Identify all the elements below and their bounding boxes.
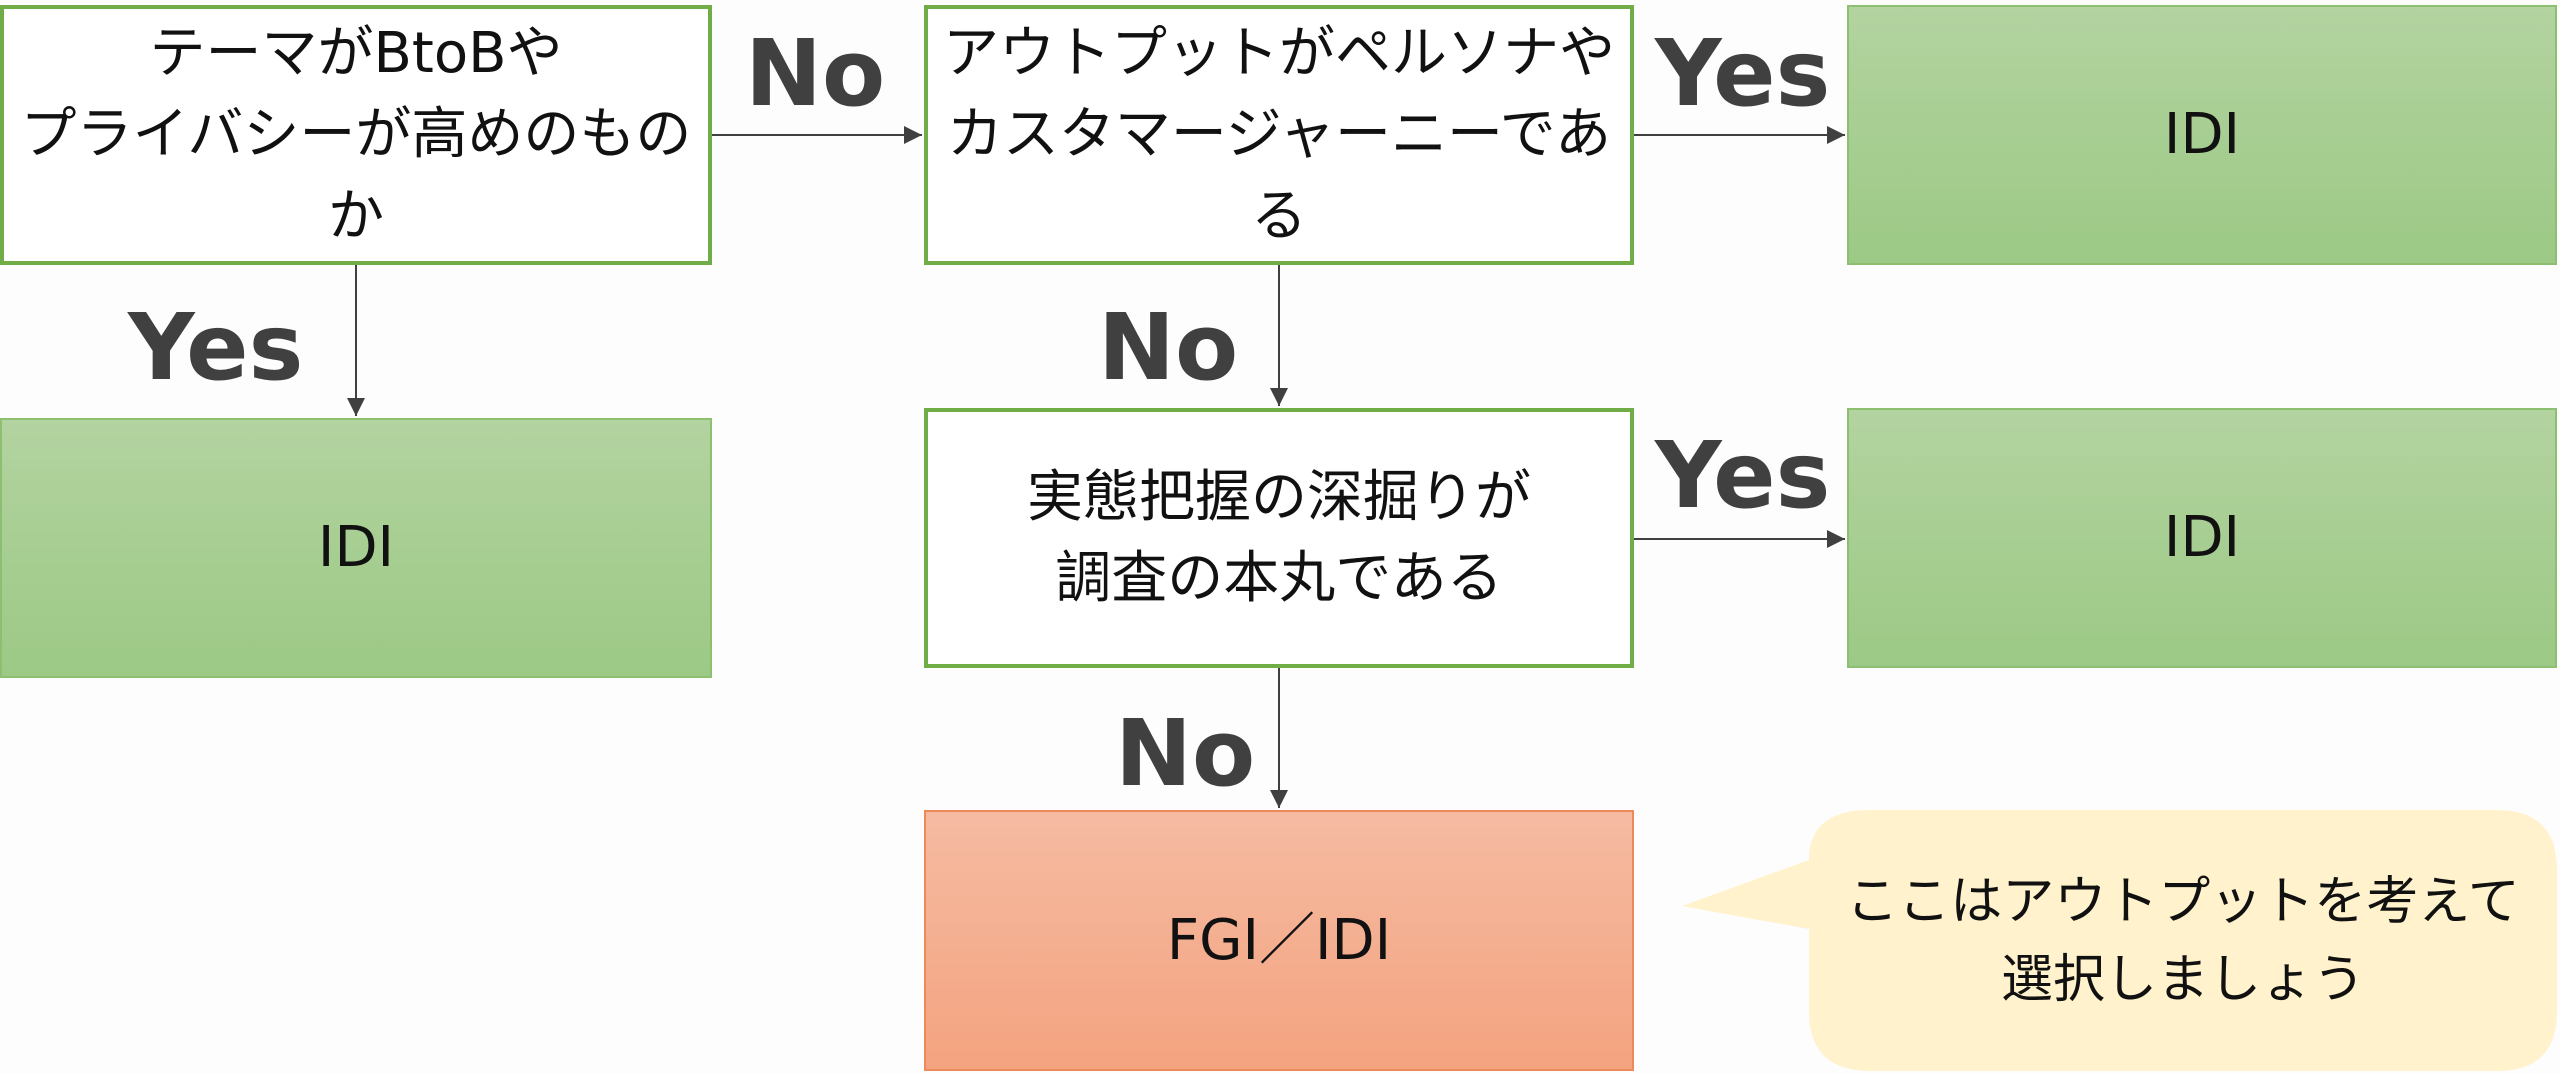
label-yes-q2: Yes	[1655, 20, 1831, 127]
label-yes-q3: Yes	[1655, 422, 1831, 529]
label-no-q3: No	[1115, 700, 1256, 807]
question-output-persona: アウトプットがペルソナや カスタマージャーニーである	[924, 5, 1634, 265]
speech-bubble	[1682, 810, 2557, 1071]
callout-text: ここはアウトプットを考えて 選択しましょう	[1846, 871, 2520, 1010]
result-idi-middle: IDI	[1847, 408, 2557, 668]
result-fgi-idi: FGI／IDI	[924, 810, 1634, 1071]
label-no-q1: No	[745, 20, 886, 127]
label-no-q2: No	[1098, 294, 1239, 401]
label-yes-q1: Yes	[128, 294, 304, 401]
question-btob-privacy: テーマがBtoBや プライバシーが高めのものか	[0, 5, 712, 265]
question-deep-dive: 実態把握の深掘りが 調査の本丸である	[924, 408, 1634, 668]
result-idi-top: IDI	[1847, 5, 2557, 265]
result-idi-left: IDI	[0, 418, 712, 678]
